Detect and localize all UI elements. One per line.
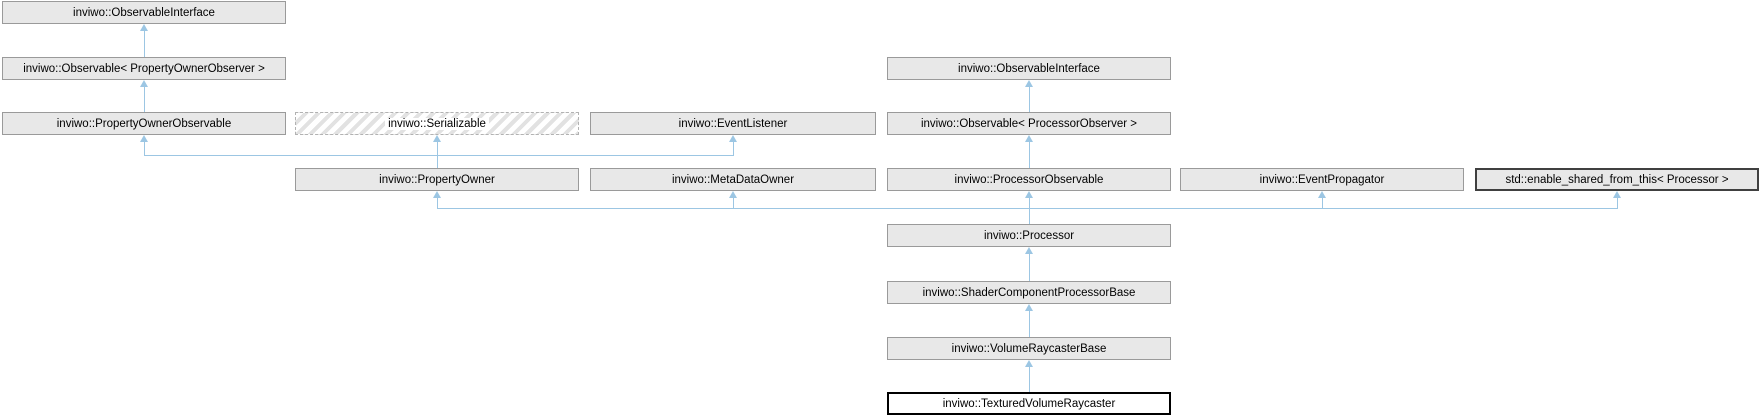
edge-line <box>144 155 734 156</box>
inheritance-arrowhead <box>140 80 148 87</box>
edge-line <box>144 141 145 156</box>
class-node-label: inviwo::Serializable <box>385 117 489 130</box>
inheritance-arrowhead <box>433 135 441 142</box>
class-node-observable-interface-right[interactable]: inviwo::ObservableInterface <box>887 57 1171 80</box>
class-node-label: inviwo::ObservableInterface <box>958 62 1100 75</box>
class-node-observable-processor-observer[interactable]: inviwo::Observable< ProcessorObserver > <box>887 112 1171 135</box>
inheritance-arrowhead <box>140 24 148 31</box>
inheritance-arrowhead <box>140 135 148 142</box>
class-node-label: inviwo::PropertyOwner <box>379 173 495 186</box>
edge-line <box>1029 197 1030 224</box>
edge-line <box>1029 253 1030 281</box>
class-node-label: inviwo::Processor <box>983 229 1075 242</box>
edge-line <box>733 197 734 209</box>
inheritance-arrowhead <box>729 191 737 198</box>
edge-line <box>144 30 145 57</box>
inheritance-arrowhead <box>1025 360 1033 367</box>
edge-line <box>1617 197 1618 209</box>
class-node-shader-component-processor-base[interactable]: inviwo::ShaderComponentProcessorBase <box>887 281 1171 304</box>
class-node-label: inviwo::EventListener <box>678 117 788 130</box>
inheritance-arrowhead <box>1613 191 1621 198</box>
class-node-label: inviwo::MetaDataOwner <box>671 173 795 186</box>
edge-line <box>1029 310 1030 337</box>
inheritance-arrowhead <box>1318 191 1326 198</box>
class-node-processor-observable[interactable]: inviwo::ProcessorObservable <box>887 168 1171 191</box>
class-node-observable-property-owner-observer[interactable]: inviwo::Observable< PropertyOwnerObserve… <box>2 57 286 80</box>
inheritance-arrowhead <box>1025 247 1033 254</box>
inheritance-arrowhead <box>729 135 737 142</box>
edge-line <box>1029 86 1030 112</box>
class-node-volume-raycaster-base[interactable]: inviwo::VolumeRaycasterBase <box>887 337 1171 360</box>
edge-line <box>1029 366 1030 392</box>
edge-line <box>1322 197 1323 209</box>
class-node-textured-volume-raycaster: inviwo::TexturedVolumeRaycaster <box>887 392 1171 415</box>
class-node-event-listener[interactable]: inviwo::EventListener <box>590 112 876 135</box>
inheritance-arrowhead <box>1025 304 1033 311</box>
edge-line <box>437 208 1618 209</box>
class-node-label: inviwo::VolumeRaycasterBase <box>951 342 1107 355</box>
edge-line <box>437 197 438 209</box>
class-node-property-owner-observable[interactable]: inviwo::PropertyOwnerObservable <box>2 112 286 135</box>
inheritance-arrowhead <box>433 191 441 198</box>
inheritance-arrowhead <box>1025 135 1033 142</box>
class-node-label: inviwo::ObservableInterface <box>73 6 215 19</box>
class-node-label: inviwo::Observable< PropertyOwnerObserve… <box>23 62 265 75</box>
class-node-processor[interactable]: inviwo::Processor <box>887 224 1171 247</box>
edge-line <box>437 141 438 168</box>
class-node-property-owner[interactable]: inviwo::PropertyOwner <box>295 168 579 191</box>
edge-line <box>733 141 734 156</box>
class-node-label: inviwo::ProcessorObservable <box>954 173 1104 186</box>
class-node-label: inviwo::PropertyOwnerObservable <box>56 117 232 130</box>
inheritance-arrowhead <box>1025 80 1033 87</box>
class-node-meta-data-owner[interactable]: inviwo::MetaDataOwner <box>590 168 876 191</box>
class-node-label: inviwo::TexturedVolumeRaycaster <box>942 397 1116 410</box>
class-node-label: inviwo::Observable< ProcessorObserver > <box>920 117 1138 130</box>
edge-line <box>144 86 145 112</box>
class-node-label: inviwo::EventPropagator <box>1259 173 1385 186</box>
class-node-label: std::enable_shared_from_this< Processor … <box>1505 173 1729 186</box>
inheritance-arrowhead <box>1025 191 1033 198</box>
class-node-event-propagator[interactable]: inviwo::EventPropagator <box>1180 168 1464 191</box>
class-node-label: inviwo::ShaderComponentProcessorBase <box>922 286 1136 299</box>
class-node-serializable: inviwo::Serializable <box>295 112 579 135</box>
edge-line <box>1029 141 1030 168</box>
class-node-enable-shared-from-this: std::enable_shared_from_this< Processor … <box>1475 168 1759 191</box>
class-node-observable-interface-left[interactable]: inviwo::ObservableInterface <box>2 1 286 24</box>
